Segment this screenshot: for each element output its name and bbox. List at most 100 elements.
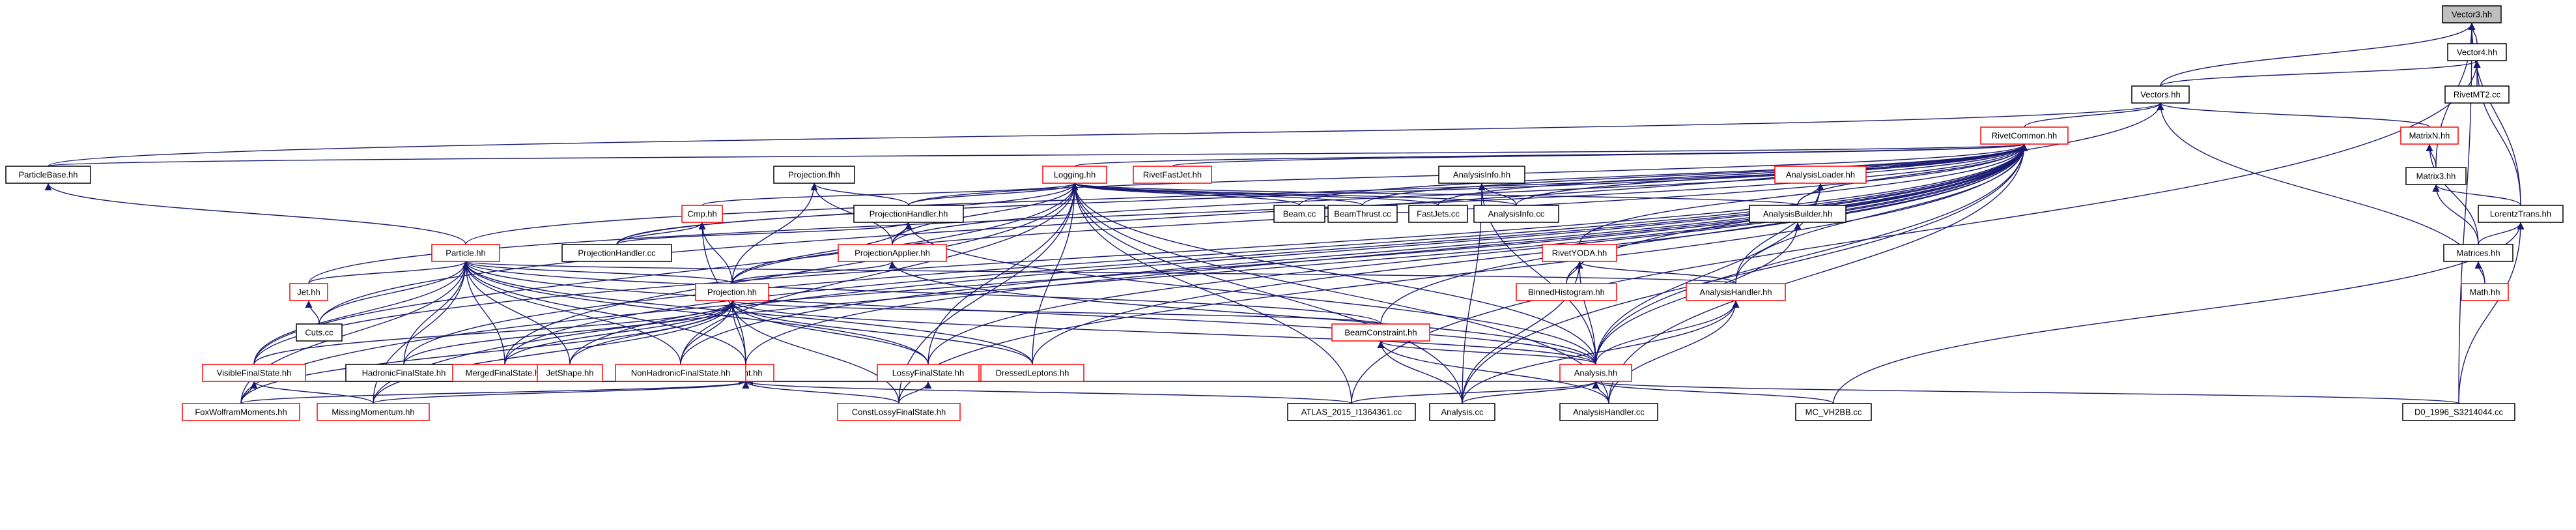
node-rivetfastjet-box [1133,166,1212,184]
edge-visiblefs-to-rivetcommon [253,143,2028,365]
edge-mergedfs-to-rivetcommon [504,143,2028,365]
node-projectionhandler[interactable]: ProjectionHandler.hh [853,205,964,223]
node-cuts[interactable]: Cuts.cc [296,323,343,342]
node-analysisinfocc[interactable]: AnalysisInfo.cc [1473,205,1559,223]
edge-analysishandlercc-to-rivetcommon [1608,143,2028,404]
node-cuts-box [296,323,343,342]
node-beamthrust-label: BeamThrust.cc [1334,209,1391,218]
node-math[interactable]: Math.hh [2461,283,2509,301]
node-analysishandler[interactable]: AnalysisHandler.hh [1686,283,1786,301]
node-projectionhandlercc[interactable]: ProjectionHandler.cc [561,244,672,262]
edge-projection-to-cmp [698,222,733,284]
edge-dressedleptons-to-rivetcommon [1032,143,2028,365]
node-analysisloader[interactable]: AnalysisLoader.hh [1774,166,1867,184]
edge-missingmomentum-to-visiblefs [250,381,374,404]
node-beamthrust[interactable]: BeamThrust.cc [1327,205,1398,223]
node-analysiscc-label: Analysis.cc [1441,407,1484,417]
node-analysishandlercc[interactable]: AnalysisHandler.cc [1559,403,1658,421]
node-hadronicfs[interactable]: HadronicFinalState.hh [345,364,462,382]
edge-atlas-to-event [743,381,1352,404]
node-logging-box [1042,166,1107,184]
node-rivetcommon[interactable]: RivetCommon.hh [1980,126,2069,145]
node-analysiscc[interactable]: Analysis.cc [1429,403,1495,421]
edge-lossyfs-to-rivetcommon [927,143,2028,365]
node-mcvh2bb-box [1795,403,1872,421]
node-d0-label: D0_1996_S3214044.cc [2414,407,2503,417]
edge-jet-to-particle [308,261,470,284]
node-beamconstraint-label: BeamConstraint.hh [1344,327,1417,337]
node-jet-label: Jet.hh [297,287,320,297]
node-dressedleptons[interactable]: DressedLeptons.hh [980,364,1084,382]
node-foxwolfram[interactable]: FoxWolframMoments.hh [182,403,300,421]
edge-hadronicfs-to-particle [403,261,470,365]
node-projectionapplier-label: ProjectionApplier.hh [855,248,930,258]
edge-analysis-to-logging [1071,183,1596,365]
node-rivetyoda[interactable]: RivetYODA.hh [1542,244,1617,262]
node-lossyfs-label: LossyFinalState.hh [892,368,965,377]
edge-cuts-to-vectors [318,102,2164,325]
node-projectionhandler-label: ProjectionHandler.hh [870,209,948,218]
edge-event-to-particle [462,261,746,365]
node-rivetfastjet[interactable]: RivetFastJet.hh [1133,166,1212,184]
edge-mergedfs-to-projection [504,300,736,365]
node-beam[interactable]: Beam.cc [1273,205,1325,223]
node-rivetmt2-box [2444,85,2510,104]
node-visiblefs[interactable]: VisibleFinalState.hh [202,364,306,382]
node-analysisbuilder[interactable]: AnalysisBuilder.hh [1749,205,1847,223]
edge-analysis-to-beamconstraint [1377,340,1596,365]
node-jet[interactable]: Jet.hh [289,283,328,301]
node-logging[interactable]: Logging.hh [1042,166,1107,184]
node-analysisinfo[interactable]: AnalysisInfo.hh [1438,166,1525,184]
edge-matrices-to-matrix3 [2432,184,2479,245]
node-mcvh2bb[interactable]: MC_VH2BB.cc [1795,403,1872,421]
edge-analysiscc-to-analysishandler [1462,300,1740,404]
edge-constlossyfs-to-event [742,381,899,404]
edge-rivetfastjet-to-rivetcommon [1172,143,2028,167]
node-projection-label: Projection.hh [707,287,757,297]
node-projectionapplier[interactable]: ProjectionApplier.hh [838,244,947,262]
edge-analysis-to-analysishandler [1595,300,1740,365]
node-particlebase-label: ParticleBase.hh [18,169,78,179]
edge-projection-to-particle [462,261,733,284]
node-matrixn[interactable]: MatrixN.hh [2400,126,2459,145]
node-beamconstraint[interactable]: BeamConstraint.hh [1331,323,1430,342]
node-vectors[interactable]: Vectors.hh [2131,85,2190,104]
node-constlossyfs[interactable]: ConstLossyFinalState.hh [837,403,961,421]
node-projectionfwd[interactable]: Projection.fhh [773,166,855,184]
node-fastjets-label: FastJets.cc [1417,209,1460,218]
node-math-box [2461,283,2509,301]
edge-lossyfs-to-particle [462,261,929,365]
edge-foxwolfram-to-rivetcommon [240,143,2028,404]
node-visiblefs-label: VisibleFinalState.hh [217,368,292,377]
node-projection[interactable]: Projection.hh [695,283,769,301]
node-vector3-box [2442,5,2502,23]
node-particle[interactable]: Particle.hh [431,244,500,262]
node-atlas[interactable]: ATLAS_2015_I1364361.cc [1287,403,1416,421]
node-d0[interactable]: D0_1996_S3214044.cc [2402,403,2515,421]
edge-beamconstraint-to-projection [729,300,1381,325]
node-lossyfs[interactable]: LossyFinalState.hh [877,364,980,382]
node-rivetmt2[interactable]: RivetMT2.cc [2444,85,2510,104]
node-analysis[interactable]: Analysis.hh [1559,364,1632,382]
node-rivetyoda-label: RivetYODA.hh [1552,248,1607,258]
node-nonhadronicfs[interactable]: NonHadronicFinalState.hh [615,364,746,382]
node-lorentz[interactable]: LorentzTrans.hh [2478,205,2564,223]
node-matrices[interactable]: Matrices.hh [2443,244,2513,262]
node-missingmomentum[interactable]: MissingMomentum.hh [317,403,430,421]
node-lorentz-label: LorentzTrans.hh [2490,209,2551,218]
edge-rivetcommon-to-vectors [2024,102,2164,128]
node-binnedhistogram[interactable]: BinnedHistogram.hh [1516,283,1617,301]
node-cmp[interactable]: Cmp.hh [681,205,723,223]
node-particlebase[interactable]: ParticleBase.hh [5,166,91,184]
edge-cuts-to-jet [305,300,320,325]
node-fastjets[interactable]: FastJets.cc [1408,205,1468,223]
node-analysisinfocc-box [1473,205,1559,223]
edge-lorentz-to-vector4 [2473,60,2521,206]
edge-analysis-to-projection [728,300,1596,365]
node-analysisbuilder-label: AnalysisBuilder.hh [1763,209,1832,218]
node-jetshape[interactable]: JetShape.hh [537,364,603,382]
node-vector4[interactable]: Vector4.hh [2447,43,2507,61]
edge-atlas-to-logging [1071,183,1352,404]
node-matrix3[interactable]: Matrix3.hh [2405,167,2467,185]
